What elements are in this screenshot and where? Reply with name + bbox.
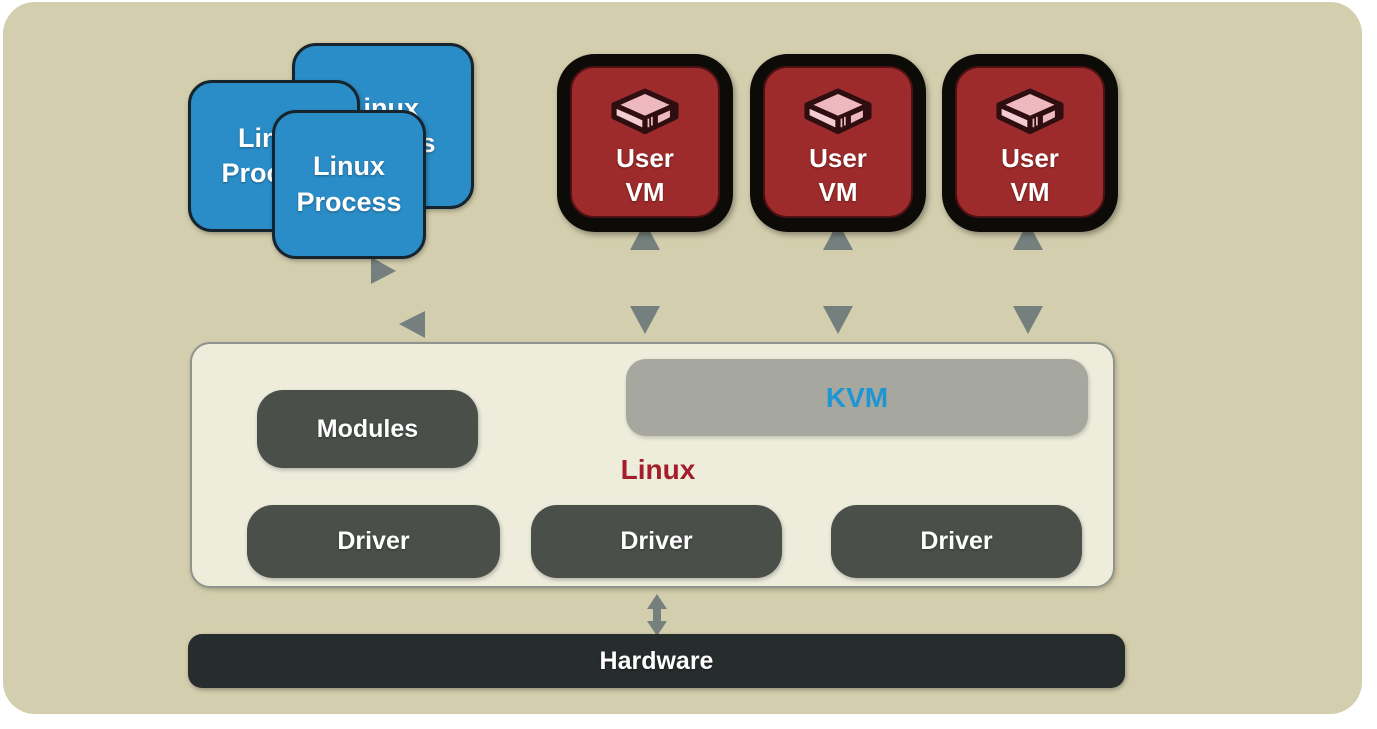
user-vm-inner: User VM xyxy=(570,66,720,218)
driver-label: Driver xyxy=(620,527,693,555)
driver-box-3: Driver xyxy=(831,505,1082,578)
linux-process-label: Linux Process xyxy=(296,151,402,217)
vm-server-box-3d-icon xyxy=(804,88,872,135)
user-vm-box-3: User VM xyxy=(942,54,1118,232)
kvm-box: KVM xyxy=(626,359,1088,436)
user-vm-label: User VM xyxy=(809,143,867,207)
driver-label: Driver xyxy=(920,527,993,555)
linux-os-label: Linux xyxy=(620,454,696,485)
driver-label: Driver xyxy=(337,527,410,555)
modules-box: Modules xyxy=(257,390,478,468)
user-vm-label: User VM xyxy=(1001,143,1059,207)
driver-box-2: Driver xyxy=(531,505,782,578)
vm-server-box-3d-icon xyxy=(996,88,1064,135)
user-vm-inner: User VM xyxy=(955,66,1105,218)
user-vm-inner: User VM xyxy=(763,66,913,218)
hardware-bar: Hardware xyxy=(188,634,1125,688)
vm-server-box-3d-icon xyxy=(611,88,679,135)
linux-process-box-front: Linux Process xyxy=(272,110,426,259)
driver-box-1: Driver xyxy=(247,505,500,578)
modules-label: Modules xyxy=(316,414,419,443)
kvm-label: KVM xyxy=(825,381,889,413)
hardware-label: Hardware xyxy=(599,646,714,675)
user-vm-box-1: User VM xyxy=(557,54,733,232)
user-vm-label: User VM xyxy=(616,143,674,207)
user-vm-box-2: User VM xyxy=(750,54,926,232)
